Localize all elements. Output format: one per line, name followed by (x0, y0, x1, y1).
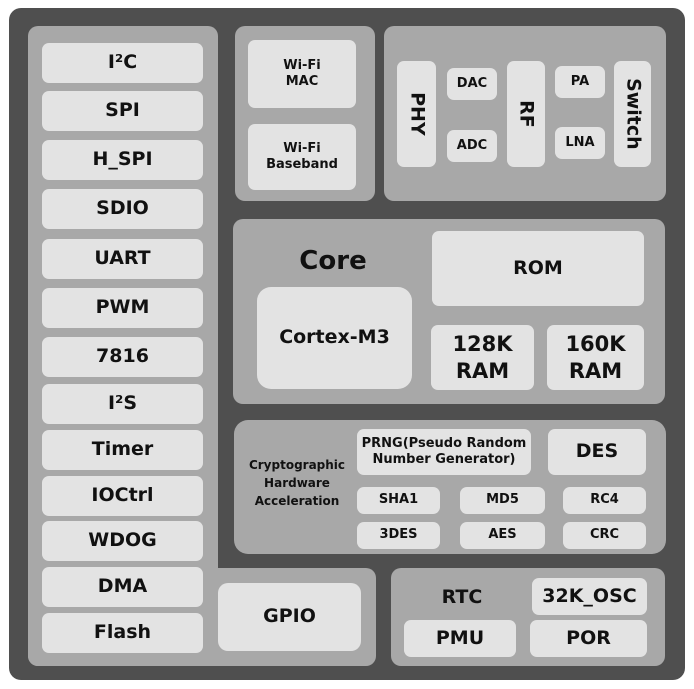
crypto-title: Cryptographic Hardware Acceleration (248, 458, 346, 508)
ram-128k-size: 128K (452, 332, 513, 357)
gpio-block: GPIO (218, 583, 361, 651)
rom-block: ROM (432, 231, 644, 306)
peripheral-pwm: PWM (42, 288, 203, 328)
peripheral-i2c: I²C (42, 43, 203, 83)
peripheral-uart: UART (42, 239, 203, 279)
rc4-block: RC4 (563, 487, 646, 514)
core-title: Core (299, 245, 367, 276)
switch-label: Switch (622, 78, 645, 150)
rf-label: RF (515, 100, 538, 128)
md5-block: MD5 (460, 487, 545, 514)
rtc-label: RTC (441, 585, 483, 608)
des-block: DES (548, 429, 646, 475)
crc-block: CRC (563, 522, 646, 549)
lna-block: LNA (555, 127, 605, 159)
peripheral-ioctrl: IOCtrl (42, 476, 203, 516)
adc-block: ADC (447, 130, 497, 162)
3des-block: 3DES (357, 522, 440, 549)
peripheral-7816: 7816 (42, 337, 203, 377)
ram-160k-unit: RAM (568, 358, 623, 383)
peripheral-h-spi: H_SPI (42, 140, 203, 180)
wifi-mac-block: Wi-Fi MAC (248, 40, 356, 108)
peripheral-spi: SPI (42, 91, 203, 131)
peripheral-timer: Timer (42, 430, 203, 470)
wifi-baseband-block: Wi-Fi Baseband (248, 124, 356, 190)
por-block: POR (530, 620, 647, 657)
pa-block: PA (555, 66, 605, 98)
ram-160k-block: 160K RAM (547, 325, 644, 390)
peripheral-flash: Flash (42, 613, 203, 653)
rf-block: RF (507, 61, 545, 167)
dac-block: DAC (447, 68, 497, 100)
cortex-m3-block: Cortex-M3 (257, 287, 412, 389)
osc-32k-block: 32K_OSC (532, 578, 647, 615)
phy-label: PHY (406, 92, 429, 136)
peripheral-i2s: I²S (42, 384, 203, 424)
peripheral-dma: DMA (42, 567, 203, 607)
ram-128k-unit: RAM (455, 358, 510, 383)
switch-block: Switch (614, 61, 651, 167)
ram-128k-block: 128K RAM (431, 325, 534, 390)
sha1-block: SHA1 (357, 487, 440, 514)
peripheral-wdog: WDOG (42, 521, 203, 561)
ram-160k-size: 160K (565, 332, 626, 357)
phy-block: PHY (397, 61, 436, 167)
aes-block: AES (460, 522, 545, 549)
peripheral-sdio: SDIO (42, 189, 203, 229)
pmu-block: PMU (404, 620, 516, 657)
prng-block: PRNG(Pseudo Random Number Generator) (357, 429, 531, 475)
